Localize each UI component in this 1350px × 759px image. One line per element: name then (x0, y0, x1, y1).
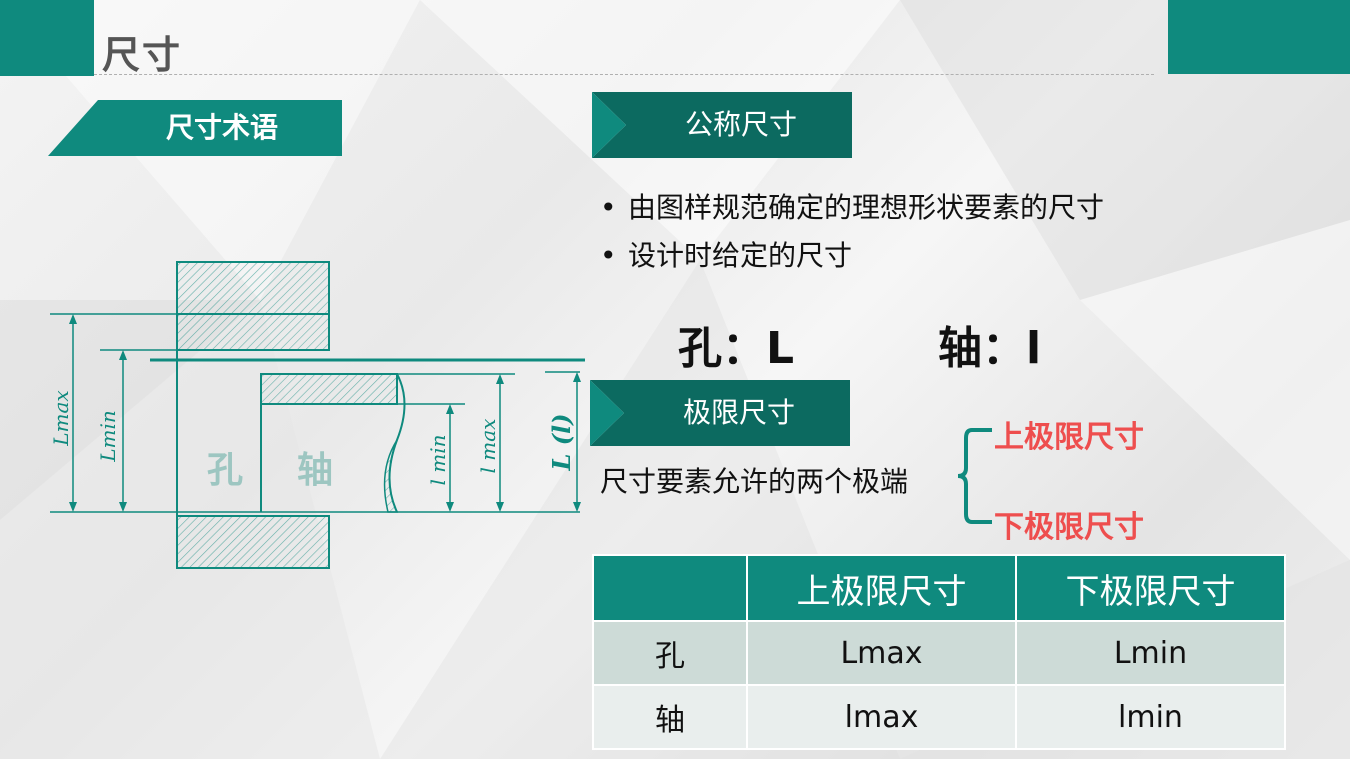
shaft-top (260, 373, 398, 405)
hole-shaft-diagram: Lmax Lmin l min l max L (l) 孔 轴 (49, 261, 585, 569)
lmin-shaft-label: l min (426, 435, 450, 486)
bullet-item: •由图样规范确定的理想形状要素的尺寸 (600, 191, 1105, 224)
lower-limit-label: 下极限尺寸 (994, 510, 1144, 545)
nominal-tab-shape (592, 92, 852, 158)
table-cell: 轴 (592, 684, 748, 750)
table-row: 孔 Lmax Lmin (592, 620, 1286, 686)
section-tab-shape (48, 100, 342, 156)
lmin-hole-label: Lmin (96, 410, 120, 463)
table-header-cell: 下极限尺寸 (1015, 554, 1286, 622)
limits-tab-label: 极限尺寸 (682, 396, 795, 429)
table-cell: lmax (746, 684, 1017, 750)
hole-lower-wall (176, 515, 330, 569)
limits-tab-shape (590, 380, 850, 446)
hole-label: 孔 (207, 450, 243, 491)
table-header-row: 上极限尺寸 下极限尺寸 (592, 554, 1286, 622)
title-divider (94, 74, 1154, 75)
table-cell: 孔 (592, 620, 748, 686)
table-cell: Lmax (746, 620, 1017, 686)
lmax-hole-label: Lmax (49, 390, 73, 446)
bullet-item: •设计时给定的尺寸 (600, 239, 853, 272)
hole-upper-wall (176, 261, 330, 351)
section-tab-label: 尺寸术语 (165, 111, 278, 144)
brace (958, 428, 992, 524)
nominal-label: L (l) (547, 413, 576, 471)
table-cell: Lmin (1015, 620, 1286, 686)
table-row: 轴 lmax lmin (592, 684, 1286, 750)
shaft-label: 轴 (297, 450, 333, 491)
nominal-bullets: •由图样规范确定的理想形状要素的尺寸 •设计时给定的尺寸 (600, 184, 1104, 280)
hole-nominal: 孔：L (678, 323, 795, 374)
corner-block-left (0, 0, 94, 76)
nominal-tab-label: 公称尺寸 (684, 108, 797, 141)
limits-description: 尺寸要素允许的两个极端 (600, 465, 909, 498)
table-cell: lmin (1015, 684, 1286, 750)
table-header-cell (592, 554, 748, 622)
table-header-cell: 上极限尺寸 (746, 554, 1017, 622)
corner-block-right (1168, 0, 1350, 74)
page-title: 尺寸 (102, 33, 183, 77)
shaft-nominal: 轴：l (938, 323, 1042, 374)
limits-table: 上极限尺寸 下极限尺寸 孔 Lmax Lmin 轴 lmax lmin (592, 554, 1286, 750)
lmax-shaft-label: l max (476, 419, 500, 474)
upper-limit-label: 上极限尺寸 (994, 420, 1144, 455)
